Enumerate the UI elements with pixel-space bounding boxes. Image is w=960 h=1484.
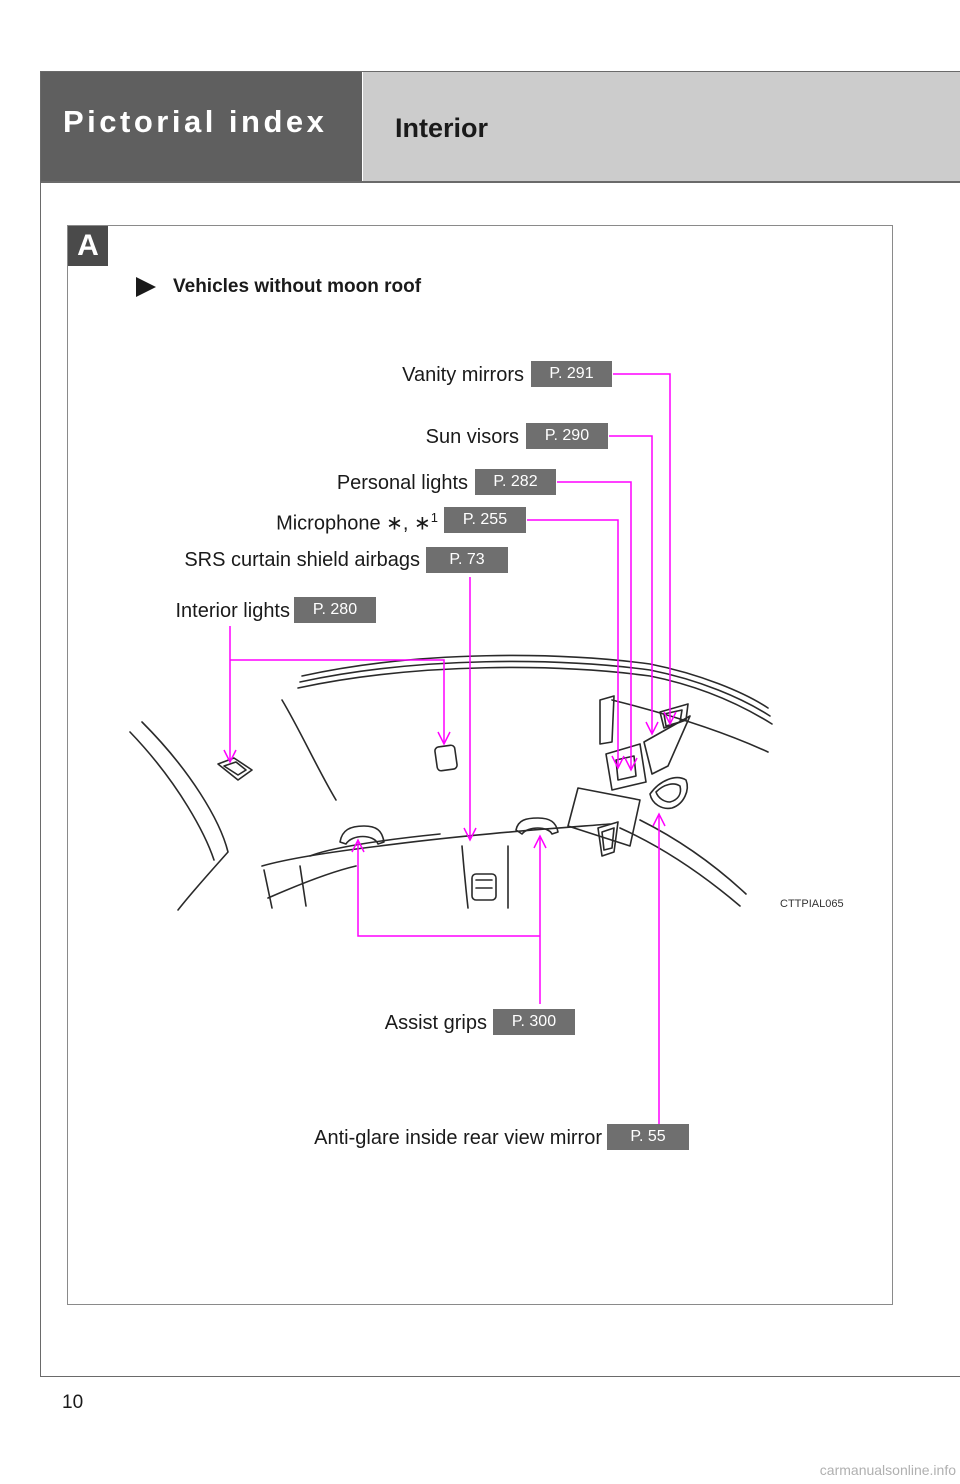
callout-srs-airbags-page[interactable]: P. 73 — [426, 547, 508, 573]
callout-microphone-label: Microphone ∗, ∗1 — [276, 510, 438, 535]
callout-personal-lights-label: Personal lights — [336, 472, 468, 494]
callout-microphone-page[interactable]: P. 255 — [444, 507, 526, 533]
header-subtitle-bar — [363, 72, 960, 181]
vehicle-variant-label: Vehicles without moon roof — [173, 276, 422, 297]
callout-sun-visors-page[interactable]: P. 290 — [526, 423, 608, 449]
figure-box — [67, 225, 893, 1305]
header-section-tab — [41, 72, 362, 181]
callout-interior-lights-label: Interior lights — [175, 600, 291, 622]
triangle-bullet-icon — [136, 277, 156, 297]
callout-assist-grips-label: Assist grips — [384, 1012, 487, 1034]
header-divider — [41, 181, 960, 183]
page-number: 10 — [62, 1392, 84, 1413]
figure-code: CTTPIAL065 — [780, 898, 844, 910]
page-subtitle: Interior — [395, 113, 489, 143]
callout-assist-grips-page[interactable]: P. 300 — [493, 1009, 575, 1035]
section-title: Pictorial index — [63, 104, 328, 139]
callout-vanity-mirrors-page[interactable]: P. 291 — [531, 361, 612, 387]
callout-srs-airbags-label: SRS curtain shield airbags — [184, 549, 420, 571]
callout-vanity-mirrors-label: Vanity mirrors — [402, 364, 524, 386]
section-letter-badge: A — [68, 226, 108, 266]
footer-watermark: carmanualsonline.info — [819, 1462, 956, 1478]
callout-interior-lights-page[interactable]: P. 280 — [294, 597, 376, 623]
callout-sun-visors-label: Sun visors — [425, 426, 519, 448]
page-frame — [40, 71, 960, 1377]
callout-rear-view-mirror-page[interactable]: P. 55 — [607, 1124, 689, 1150]
leader-arrowheads — [223, 711, 677, 853]
callout-personal-lights-page[interactable]: P. 282 — [475, 469, 556, 495]
callout-rear-view-mirror-label: Anti-glare inside rear view mirror — [314, 1127, 602, 1149]
leader-lines — [229, 373, 671, 1124]
vehicle-variant-heading: Vehicles without moon roof — [136, 276, 421, 298]
